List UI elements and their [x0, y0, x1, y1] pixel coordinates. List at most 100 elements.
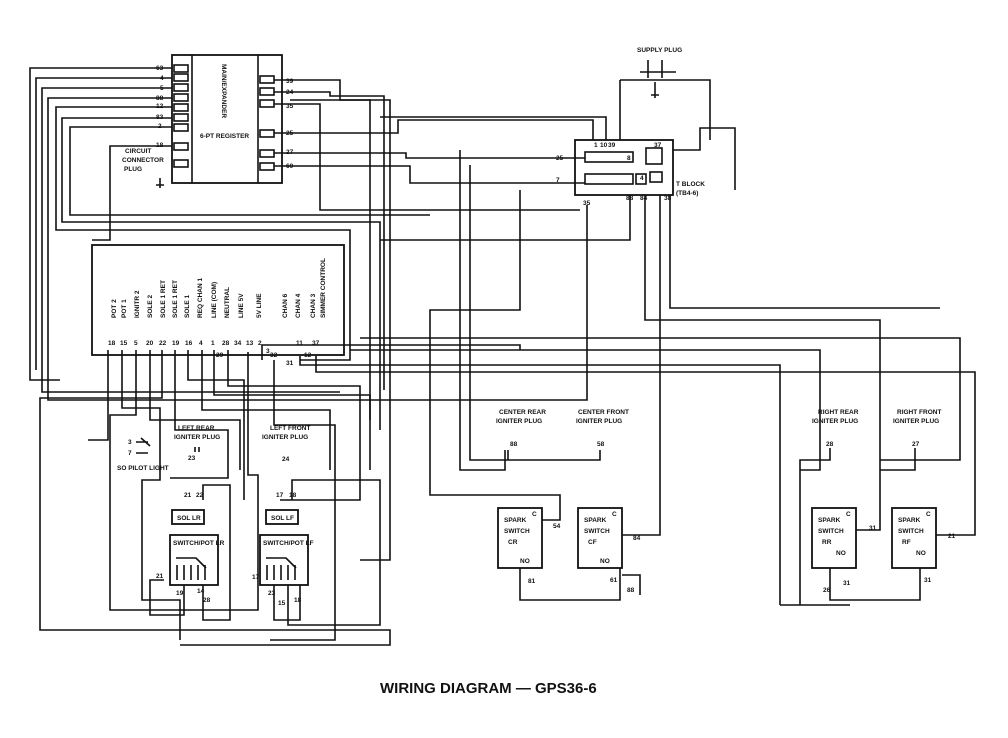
svg-text:IGNITR 2: IGNITR 2 — [134, 290, 141, 318]
svg-text:CONNECTOR: CONNECTOR — [122, 157, 164, 164]
svg-text:28: 28 — [203, 597, 211, 604]
svg-text:13: 13 — [246, 340, 254, 347]
svg-text:SWITCH/POT LR: SWITCH/POT LR — [173, 540, 225, 547]
svg-text:PLUG: PLUG — [124, 166, 142, 173]
left-front-igniter-plug: LEFT FRONT IGNITER PLUG 24 — [262, 425, 310, 463]
svg-text:23: 23 — [268, 590, 276, 597]
switch-lr: SWITCH/POT LR 21 19 14 28 — [156, 534, 225, 604]
svg-text:SIMMER CONTROL: SIMMER CONTROL — [320, 258, 327, 318]
svg-text:17: 17 — [252, 574, 260, 581]
svg-text:38: 38 — [664, 195, 672, 202]
svg-text:16: 16 — [185, 340, 193, 347]
register-side-label: MAIN/EXPANDER — [220, 64, 227, 118]
svg-text:24: 24 — [282, 456, 290, 463]
svg-text:19: 19 — [176, 590, 184, 597]
svg-text:IGNITER PLUG: IGNITER PLUG — [576, 418, 622, 425]
svg-text:SOL LF: SOL LF — [271, 515, 294, 522]
svg-text:IGNITER PLUG: IGNITER PLUG — [174, 434, 220, 441]
left-rear-igniter-plug: LEFT REAR IGNITER PLUG 23 — [174, 425, 220, 462]
svg-text:1: 1 — [211, 340, 215, 347]
register-block: 6-PT REGISTER MAIN/EXPANDER 63 4 5 88 12… — [156, 54, 294, 184]
svg-text:CHAN 4: CHAN 4 — [295, 293, 302, 318]
svg-text:88: 88 — [510, 441, 518, 448]
sol-lf: SOL LF 17 18 — [265, 492, 299, 525]
svg-text:C: C — [532, 511, 537, 518]
svg-text:1: 1 — [594, 142, 598, 149]
svg-text:39: 39 — [286, 78, 294, 85]
svg-text:7: 7 — [128, 450, 132, 457]
svg-text:C: C — [926, 511, 931, 518]
svg-text:NO: NO — [836, 550, 846, 557]
svg-text:LINE 5V: LINE 5V — [238, 293, 245, 318]
switch-lf: SWITCH/POT LF 17 23 15 18 — [252, 534, 314, 607]
svg-text:CF: CF — [588, 539, 597, 546]
supply-plug: SUPPLY PLUG — [619, 47, 711, 140]
svg-text:31: 31 — [924, 577, 932, 584]
svg-text:SWITCH: SWITCH — [818, 528, 844, 535]
svg-text:14: 14 — [197, 588, 205, 595]
svg-text:27: 27 — [912, 441, 920, 448]
svg-text:3: 3 — [266, 348, 270, 355]
control-labels: POT 2 POT 1 IGNITR 2 SOLE 2 SOLE 1 RET S… — [111, 258, 327, 318]
spark-switch-rr: SPARK SWITCH RR C NO 31 31 26 — [811, 507, 877, 594]
svg-text:IGNITER PLUG: IGNITER PLUG — [496, 418, 542, 425]
svg-text:SWITCH: SWITCH — [898, 528, 924, 535]
svg-text:NO: NO — [916, 550, 926, 557]
svg-text:8: 8 — [627, 155, 631, 162]
svg-text:IGNITER PLUG: IGNITER PLUG — [262, 434, 308, 441]
svg-text:37: 37 — [312, 340, 320, 347]
svg-text:84: 84 — [640, 195, 648, 202]
svg-text:18: 18 — [289, 492, 297, 499]
svg-text:21: 21 — [948, 533, 956, 540]
svg-text:12: 12 — [304, 352, 312, 359]
svg-text:SPARK: SPARK — [898, 517, 921, 524]
svg-text:NEUTRAL: NEUTRAL — [224, 287, 231, 318]
svg-text:31: 31 — [869, 525, 877, 532]
svg-text:LINE (COM): LINE (COM) — [211, 282, 218, 318]
svg-text:RF: RF — [902, 539, 911, 546]
svg-text:3: 3 — [128, 439, 132, 446]
svg-text:21: 21 — [184, 492, 192, 499]
svg-text:22: 22 — [196, 492, 204, 499]
svg-text:SPARK: SPARK — [504, 517, 527, 524]
svg-text:22: 22 — [159, 340, 167, 347]
svg-text:84: 84 — [633, 535, 641, 542]
svg-text:SOLE 1 RET: SOLE 1 RET — [172, 280, 179, 318]
svg-text:31: 31 — [286, 360, 294, 367]
svg-text:C: C — [846, 511, 851, 518]
svg-text:10: 10 — [600, 142, 608, 149]
svg-text:58: 58 — [597, 441, 605, 448]
svg-text:18: 18 — [108, 340, 116, 347]
t-block-label: T BLOCK — [676, 181, 705, 188]
svg-text:7: 7 — [556, 177, 560, 184]
svg-text:RR: RR — [822, 539, 832, 546]
svg-text:5: 5 — [134, 340, 138, 347]
svg-text:31: 31 — [843, 580, 851, 587]
control-pins: 18 15 5 20 22 19 16 4 1 28 34 13 2 3 11 … — [108, 340, 320, 367]
wires — [29, 67, 976, 646]
svg-text:37: 37 — [654, 142, 662, 149]
circuit-connector-plug: CIRCUIT CONNECTOR PLUG — [122, 148, 164, 188]
right-rear-igniter-plug: RIGHT REAR IGNITER PLUG 28 — [812, 409, 859, 448]
svg-text:2: 2 — [258, 340, 262, 347]
svg-text:61: 61 — [610, 577, 618, 584]
svg-text:15: 15 — [278, 600, 286, 607]
svg-text:35: 35 — [583, 200, 591, 207]
svg-text:NO: NO — [520, 558, 530, 565]
svg-text:SPARK: SPARK — [584, 517, 607, 524]
svg-text:SWITCH: SWITCH — [584, 528, 610, 535]
register-label: 6-PT REGISTER — [200, 133, 249, 140]
svg-text:RIGHT FRONT: RIGHT FRONT — [897, 409, 941, 416]
sol-lr: SOL LR 21 22 — [171, 492, 205, 525]
svg-text:SOL LR: SOL LR — [177, 515, 201, 522]
svg-text:23: 23 — [188, 455, 196, 462]
spark-switch-rf: SPARK SWITCH RF C NO 21 31 — [891, 507, 956, 584]
svg-text:RIGHT REAR: RIGHT REAR — [818, 409, 859, 416]
svg-text:SOLE 1 RET: SOLE 1 RET — [160, 280, 167, 318]
svg-text:CR: CR — [508, 539, 518, 546]
svg-text:32: 32 — [270, 352, 278, 359]
svg-text:SWITCH: SWITCH — [504, 528, 530, 535]
svg-text:28: 28 — [222, 340, 230, 347]
spark-switch-cf: SPARK SWITCH CF C NO 84 61 88 — [577, 507, 641, 594]
svg-text:29: 29 — [216, 352, 224, 359]
